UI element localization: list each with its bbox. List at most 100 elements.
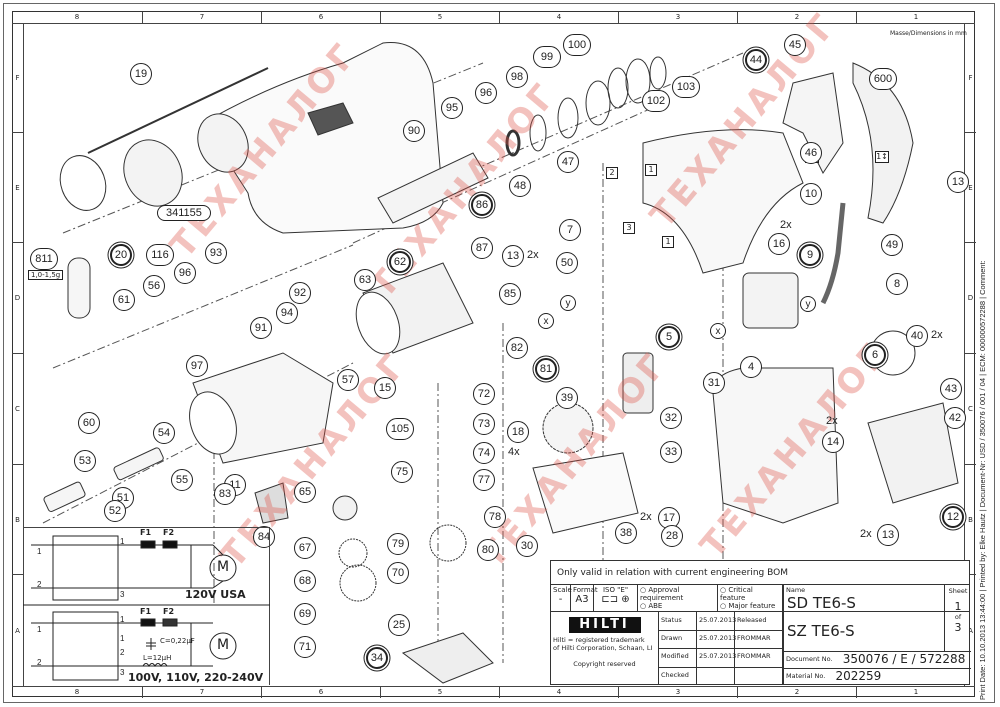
hilti-logo: HILTI [568, 617, 641, 633]
part-callout[interactable]: 50 [556, 252, 578, 274]
part-callout[interactable]: 52 [104, 500, 126, 522]
part-callout[interactable]: 14 [822, 431, 844, 453]
part-callout[interactable]: 65 [294, 481, 316, 503]
part-callout[interactable]: 25 [388, 614, 410, 636]
part-callout[interactable]: 15 [374, 377, 396, 399]
part-callout[interactable]: 46 [800, 142, 822, 164]
part-callout[interactable]: 10 [800, 183, 822, 205]
part-callout[interactable]: 45 [784, 34, 806, 56]
history-label: Drawn [659, 630, 697, 648]
part-callout[interactable]: 600 [869, 68, 897, 90]
part-callout[interactable]: 102 [642, 90, 670, 112]
part-callout[interactable]: 87 [471, 237, 493, 259]
part-callout[interactable]: 57 [337, 369, 359, 391]
part-callout[interactable]: 43 [940, 378, 962, 400]
part-callout[interactable]: 98 [506, 66, 528, 88]
part-callout[interactable]: 81 [535, 358, 557, 380]
part-callout[interactable]: 74 [473, 442, 495, 464]
part-callout[interactable]: 17 [658, 507, 680, 529]
part-callout[interactable]: 33 [660, 441, 682, 463]
handle-shell-shape [642, 129, 804, 274]
part-callout[interactable]: 99 [533, 46, 561, 68]
part-callout[interactable]: 4 [740, 356, 762, 378]
part-callout[interactable]: 18 [507, 421, 529, 443]
part-callout[interactable]: 68 [294, 570, 316, 592]
part-callout[interactable]: 34 [366, 647, 388, 669]
part-callout[interactable]: 96 [174, 262, 196, 284]
part-callout[interactable]: 53 [74, 450, 96, 472]
part-callout[interactable]: 85 [499, 283, 521, 305]
part-callout[interactable]: 67 [294, 537, 316, 559]
part-callout[interactable]: 69 [294, 603, 316, 625]
part-callout[interactable]: 83 [214, 483, 236, 505]
part-callout[interactable]: 9 [799, 244, 821, 266]
part-callout[interactable]: 100 [563, 34, 591, 56]
part-callout[interactable]: 61 [113, 289, 135, 311]
title-block: Only valid in relation with current engi… [550, 560, 971, 685]
part-callout[interactable]: 116 [146, 244, 174, 266]
part-callout[interactable]: 49 [881, 234, 903, 256]
critical-feature-option[interactable]: ○ Critical feature [720, 586, 753, 602]
approval-requirement-option[interactable]: ○ Approval requirement [640, 586, 684, 602]
part-callout[interactable]: 62 [389, 251, 411, 273]
part-callout[interactable]: 7 [559, 219, 581, 241]
history-value: FROMMAR [735, 648, 783, 667]
part-callout[interactable]: 96 [475, 82, 497, 104]
part-callout[interactable]: 82 [506, 337, 528, 359]
part-callout[interactable]: 28 [661, 525, 683, 547]
part-callout[interactable]: 39 [556, 387, 578, 409]
part-callout[interactable]: 77 [473, 469, 495, 491]
part-callout[interactable]: 71 [294, 636, 316, 658]
part-callout[interactable]: 63 [354, 269, 376, 291]
part-callout[interactable]: 38 [615, 522, 637, 544]
part-callout[interactable]: 72 [473, 383, 495, 405]
part-callout[interactable]: 40 [906, 325, 928, 347]
schematic-lines [23, 535, 270, 681]
part-callout[interactable]: 90 [403, 120, 425, 142]
document-number: 350076 / E / 572288 [842, 652, 966, 666]
part-callout[interactable]: 12 [942, 506, 964, 528]
sheet-number: 1 [954, 600, 962, 613]
part-callout[interactable]: 8 [886, 273, 908, 295]
part-callout[interactable]: 20 [110, 244, 132, 266]
part-callout[interactable]: 86 [471, 194, 493, 216]
part-callout[interactable]: 31 [703, 372, 725, 394]
part-callout[interactable]: 80 [477, 539, 499, 561]
part-callout[interactable]: 55 [171, 469, 193, 491]
part-callout[interactable]: 6 [864, 344, 886, 366]
part-callout[interactable]: 19 [130, 63, 152, 85]
part-callout[interactable]: 54 [153, 422, 175, 444]
part-callout[interactable]: 60 [78, 412, 100, 434]
part-callout[interactable]: 30 [516, 535, 538, 557]
assembly-label: 341155 [157, 205, 211, 221]
part-callout[interactable]: 16 [768, 233, 790, 255]
part-callout[interactable]: 48 [509, 175, 531, 197]
part-callout[interactable]: 42 [944, 407, 966, 429]
part-callout[interactable]: 44 [745, 49, 767, 71]
part-callout[interactable]: 95 [441, 97, 463, 119]
part-callout[interactable]: 103 [672, 76, 700, 98]
part-callout[interactable]: 92 [289, 282, 311, 304]
part-callout[interactable]: 13 [502, 245, 524, 267]
part-callout[interactable]: 811 [30, 248, 58, 270]
part-callout[interactable]: 94 [276, 302, 298, 324]
part-callout[interactable]: 70 [387, 562, 409, 584]
part-callout[interactable]: 73 [473, 413, 495, 435]
part-callout[interactable]: 75 [391, 461, 413, 483]
part-callout[interactable]: 47 [557, 151, 579, 173]
part-callout[interactable]: 93 [205, 242, 227, 264]
part-callout[interactable]: 79 [387, 533, 409, 555]
part-callout[interactable]: 56 [143, 275, 165, 297]
abe-option[interactable]: ○ ABE [640, 602, 663, 610]
part-callout[interactable]: 13 [947, 171, 969, 193]
part-callout[interactable]: 13 [877, 524, 899, 546]
history-label: Status [659, 612, 697, 630]
part-callout[interactable]: 78 [484, 506, 506, 528]
part-callout[interactable]: 32 [660, 407, 682, 429]
part-callout[interactable]: 105 [386, 418, 414, 440]
part-callout[interactable]: 91 [250, 317, 272, 339]
part-callout[interactable]: 5 [658, 326, 680, 348]
sheet-outer-border [3, 3, 995, 703]
part-callout[interactable]: 97 [186, 355, 208, 377]
major-feature-option[interactable]: ○ Major feature [720, 602, 776, 610]
